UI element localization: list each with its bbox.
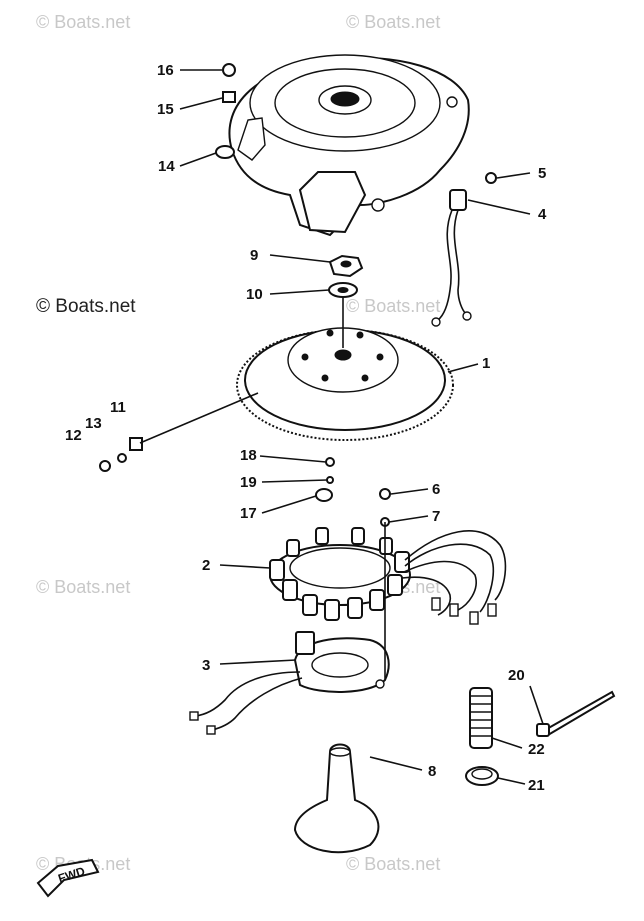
- callout-9: 9: [250, 247, 258, 264]
- callout-labels: 16 15 14 5 4 9 10 1 11 13 12 18 19 17 6 …: [65, 62, 547, 794]
- callout-11: 11: [110, 399, 126, 416]
- watermark-mid-center: © Boats.net: [346, 296, 440, 316]
- callout-20: 20: [508, 667, 525, 684]
- callout-18: 18: [240, 447, 257, 464]
- callout-12: 12: [65, 427, 82, 444]
- callout-1: 1: [482, 355, 490, 372]
- pulser-coil: [189, 631, 390, 735]
- callout-5: 5: [538, 165, 546, 182]
- callout-19: 19: [240, 474, 257, 491]
- callout-6: 6: [432, 481, 440, 498]
- callout-17: 17: [240, 505, 257, 522]
- bolt-16: [222, 63, 236, 77]
- screw-12: [99, 460, 111, 472]
- callout-15: 15: [157, 101, 174, 118]
- callout-16: 16: [157, 62, 174, 79]
- watermark-bottom-right: © Boats.net: [346, 854, 440, 874]
- flywheel: [236, 327, 454, 441]
- spring-22: [469, 687, 493, 749]
- grommet-14: [215, 145, 235, 159]
- watermark-dark: © Boats.net: [36, 296, 136, 317]
- nut-9: [328, 254, 364, 278]
- callout-10: 10: [246, 286, 263, 303]
- washer-10: [328, 282, 358, 298]
- washer-13: [117, 453, 127, 463]
- screw-6: [379, 488, 391, 500]
- crankshaft: [293, 743, 380, 854]
- cable-tie-20: [536, 690, 616, 737]
- washer-19: [326, 476, 334, 484]
- flywheel-cover: [228, 54, 470, 237]
- callout-2: 2: [202, 557, 210, 574]
- callout-8: 8: [428, 763, 436, 780]
- callout-21: 21: [528, 777, 545, 794]
- wire-lead-4: [431, 189, 472, 327]
- watermark-lower-left: © Boats.net: [36, 577, 130, 597]
- screw-18: [325, 457, 335, 467]
- callout-14: 14: [158, 158, 175, 175]
- clamp-17: [315, 488, 333, 502]
- leader-lines: [139, 69, 544, 785]
- watermark-top-right: © Boats.net: [346, 12, 440, 32]
- callout-13: 13: [85, 415, 102, 432]
- stator: [269, 527, 507, 625]
- callout-7: 7: [432, 508, 440, 525]
- callout-4: 4: [538, 206, 547, 223]
- fwd-arrow-icon: [36, 858, 100, 898]
- washer-15: [222, 91, 236, 103]
- callout-22: 22: [528, 741, 545, 758]
- watermark-top-left: © Boats.net: [36, 12, 130, 32]
- clip-21: [465, 766, 499, 786]
- clamp-11: [129, 437, 143, 451]
- callout-3: 3: [202, 657, 210, 674]
- screw-5: [485, 172, 497, 184]
